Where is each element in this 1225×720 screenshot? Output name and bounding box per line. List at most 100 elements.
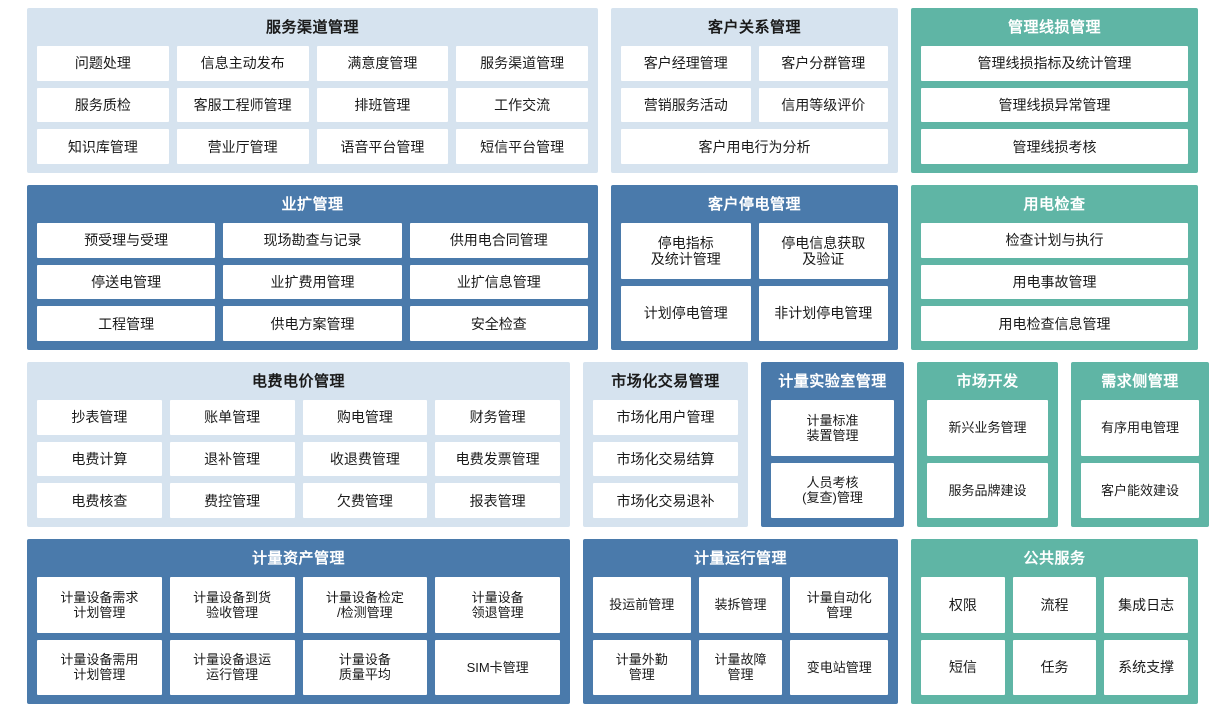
module-tile[interactable]: 计量设备 质量平均 — [302, 639, 428, 695]
module-tile[interactable]: 工作交流 — [456, 87, 588, 123]
module-tile[interactable]: 有序用电管理 — [1081, 400, 1199, 456]
module-tile[interactable]: 电费发票管理 — [435, 441, 560, 477]
module-tile[interactable]: 业扩费用管理 — [223, 264, 402, 300]
module-tile[interactable]: 排班管理 — [316, 87, 449, 123]
module-tile[interactable]: 市场化交易退补 — [593, 483, 738, 519]
module-tile[interactable]: 客户能效建设 — [1081, 462, 1199, 518]
module-tile[interactable]: 计量设备检定 /检测管理 — [302, 577, 428, 633]
panel-electricity-inspection[interactable]: 用电检查 检查计划与执行 用电事故管理 用电检查信息管理 — [911, 185, 1198, 350]
module-tile[interactable]: 账单管理 — [169, 400, 295, 435]
panel-management-line-loss[interactable]: 管理线损管理 管理线损指标及统计管理 管理线损异常管理 管理线损考核 — [911, 8, 1198, 173]
panel-customer-outage-management[interactable]: 客户停电管理 停电指标 及统计管理 停电信息获取 及验证 计划停电管理 非计划停… — [611, 185, 898, 350]
module-tile[interactable]: 客户经理管理 — [621, 46, 751, 81]
module-tile[interactable]: 停电指标 及统计管理 — [621, 223, 751, 279]
module-tile[interactable]: 计量标准 装置管理 — [771, 400, 894, 456]
panel-demand-side-management[interactable]: 需求侧管理 有序用电管理 客户能效建设 — [1071, 362, 1209, 527]
module-tile[interactable]: 计量设备需用 计划管理 — [37, 639, 162, 695]
module-tile[interactable]: 满意度管理 — [316, 46, 449, 81]
module-tile[interactable]: 营业厅管理 — [176, 129, 309, 165]
module-tile[interactable]: 报表管理 — [435, 483, 560, 519]
panel-metering-laboratory-management[interactable]: 计量实验室管理 计量标准 装置管理 人员考核 (复查)管理 — [761, 362, 904, 527]
module-tile[interactable]: 知识库管理 — [37, 129, 169, 165]
panel-title: 电费电价管理 — [251, 373, 345, 390]
module-tile[interactable]: 电费核查 — [37, 483, 162, 519]
module-tile[interactable]: 财务管理 — [435, 400, 560, 435]
panel-market-transaction-management[interactable]: 市场化交易管理 市场化用户管理 市场化交易结算 市场化交易退补 — [583, 362, 748, 527]
module-tile[interactable]: 语音平台管理 — [316, 129, 449, 165]
module-tile[interactable]: 人员考核 (复查)管理 — [771, 462, 894, 518]
panel-item-grid: 市场化用户管理 市场化交易结算 市场化交易退补 — [593, 400, 738, 519]
panel-metering-asset-management[interactable]: 计量资产管理 计量设备需求 计划管理 计量设备到货 验收管理 计量设备检定 /检… — [27, 539, 570, 704]
module-tile[interactable]: 用电事故管理 — [921, 264, 1188, 300]
module-tile[interactable]: 计量设备 领退管理 — [435, 577, 560, 633]
panel-item-row: 计量外勤 管理 计量故障 管理 变电站管理 — [593, 639, 888, 695]
module-tile[interactable]: 客户分群管理 — [758, 46, 888, 81]
panel-title: 客户停电管理 — [707, 196, 801, 213]
module-tile[interactable]: 新兴业务管理 — [927, 400, 1048, 456]
module-tile[interactable]: 权限 — [921, 577, 1005, 633]
module-tile[interactable]: 任务 — [1012, 639, 1097, 695]
module-tile[interactable]: 集成日志 — [1104, 577, 1189, 633]
panel-service-channel-management[interactable]: 服务渠道管理 问题处理 信息主动发布 满意度管理 服务渠道管理 服务质检 客服工… — [27, 8, 598, 173]
panel-market-development[interactable]: 市场开发 新兴业务管理 服务品牌建设 — [917, 362, 1058, 527]
module-tile[interactable]: 安全检查 — [409, 306, 588, 342]
panel-item-row: 检查计划与执行 — [921, 223, 1188, 258]
module-tile[interactable]: 供电方案管理 — [223, 306, 402, 342]
module-tile[interactable]: 市场化用户管理 — [593, 400, 738, 435]
module-tile[interactable]: 装拆管理 — [698, 577, 783, 633]
module-tile[interactable]: 电费计算 — [37, 441, 162, 477]
module-tile[interactable]: 停电信息获取 及验证 — [758, 223, 888, 279]
panel-business-expansion-management[interactable]: 业扩管理 预受理与受理 现场勘查与记录 供用电合同管理 停送电管理 业扩费用管理… — [27, 185, 598, 350]
module-tile[interactable]: 流程 — [1012, 577, 1097, 633]
module-tile[interactable]: 购电管理 — [302, 400, 428, 435]
panel-title: 需求侧管理 — [1101, 373, 1179, 390]
module-tile[interactable]: 信用等级评价 — [758, 87, 888, 123]
panel-item-row: 停送电管理 业扩费用管理 业扩信息管理 — [37, 264, 588, 300]
panel-item-row: 市场化交易结算 — [593, 441, 738, 477]
module-tile[interactable]: SIM卡管理 — [435, 639, 560, 695]
module-tile[interactable]: 短信 — [921, 639, 1005, 695]
module-tile[interactable]: 问题处理 — [37, 46, 169, 81]
module-tile[interactable]: 投运前管理 — [593, 577, 691, 633]
module-tile[interactable]: 短信平台管理 — [456, 129, 588, 165]
module-tile[interactable]: 管理线损异常管理 — [921, 87, 1188, 123]
module-tile[interactable]: 管理线损考核 — [921, 129, 1188, 165]
module-tile[interactable]: 收退费管理 — [302, 441, 428, 477]
module-tile[interactable]: 费控管理 — [169, 483, 295, 519]
module-tile[interactable]: 客户用电行为分析 — [621, 129, 888, 165]
module-tile[interactable]: 市场化交易结算 — [593, 441, 738, 477]
module-tile[interactable]: 系统支撑 — [1104, 639, 1189, 695]
module-tile[interactable]: 计量设备到货 验收管理 — [169, 577, 295, 633]
module-tile[interactable]: 用电检查信息管理 — [921, 306, 1188, 342]
panel-public-service[interactable]: 公共服务 权限 流程 集成日志 短信 任务 系统支撑 — [911, 539, 1198, 704]
module-tile[interactable]: 业扩信息管理 — [409, 264, 588, 300]
panel-row-4: 计量资产管理 计量设备需求 计划管理 计量设备到货 验收管理 计量设备检定 /检… — [27, 539, 1198, 704]
module-tile[interactable]: 计量故障 管理 — [698, 639, 783, 695]
module-tile[interactable]: 计划停电管理 — [621, 285, 751, 341]
module-tile[interactable]: 服务质检 — [37, 87, 169, 123]
module-tile[interactable]: 停送电管理 — [37, 264, 216, 300]
module-tile[interactable]: 服务渠道管理 — [456, 46, 588, 81]
module-tile[interactable]: 计量设备退运 运行管理 — [169, 639, 295, 695]
module-tile[interactable]: 计量设备需求 计划管理 — [37, 577, 162, 633]
panel-customer-relationship-management[interactable]: 客户关系管理 客户经理管理 客户分群管理 营销服务活动 信用等级评价 客户用电行… — [611, 8, 898, 173]
module-tile[interactable]: 营销服务活动 — [621, 87, 751, 123]
module-tile[interactable]: 检查计划与执行 — [921, 223, 1188, 258]
panel-metering-operation-management[interactable]: 计量运行管理 投运前管理 装拆管理 计量自动化 管理 计量外勤 管理 计量故障 … — [583, 539, 898, 704]
module-tile[interactable]: 计量外勤 管理 — [593, 639, 691, 695]
panel-electricity-fee-price-management[interactable]: 电费电价管理 抄表管理 账单管理 购电管理 财务管理 电费计算 退补管理 收退费… — [27, 362, 570, 527]
module-tile[interactable]: 管理线损指标及统计管理 — [921, 46, 1188, 81]
module-tile[interactable]: 计量自动化 管理 — [790, 577, 888, 633]
module-tile[interactable]: 预受理与受理 — [37, 223, 216, 258]
module-tile[interactable]: 信息主动发布 — [176, 46, 309, 81]
module-tile[interactable]: 客服工程师管理 — [176, 87, 309, 123]
module-tile[interactable]: 变电站管理 — [790, 639, 888, 695]
module-tile[interactable]: 非计划停电管理 — [758, 285, 888, 341]
module-tile[interactable]: 供用电合同管理 — [409, 223, 588, 258]
module-tile[interactable]: 工程管理 — [37, 306, 216, 342]
module-tile[interactable]: 服务品牌建设 — [927, 462, 1048, 518]
module-tile[interactable]: 现场勘查与记录 — [223, 223, 402, 258]
module-tile[interactable]: 抄表管理 — [37, 400, 162, 435]
module-tile[interactable]: 欠费管理 — [302, 483, 428, 519]
module-tile[interactable]: 退补管理 — [169, 441, 295, 477]
